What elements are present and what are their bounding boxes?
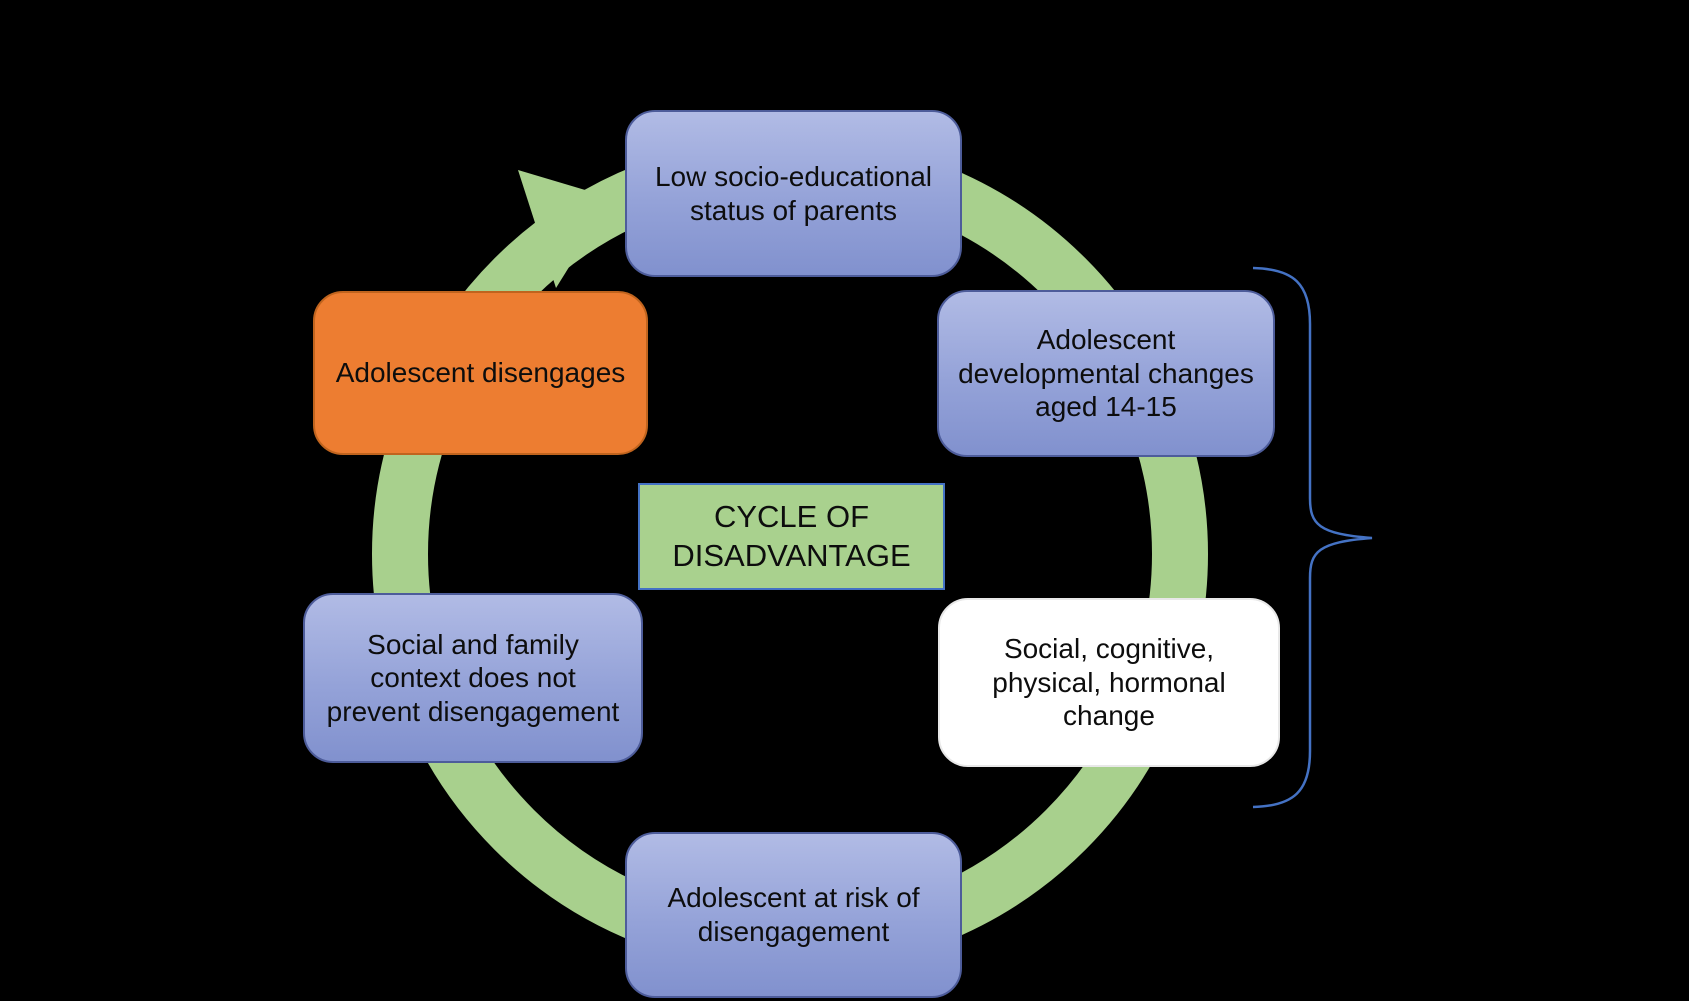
node-social-and-family-context-label: Social and family context does not preve… xyxy=(326,628,620,727)
node-adolescent-at-risk-of-disengagement: Adolescent at risk of disengagement xyxy=(625,832,962,998)
node-adolescent-developmental-changes-label: Adolescent developmental changes aged 14… xyxy=(958,324,1254,423)
node-adolescent-at-risk-of-disengagement-label: Adolescent at risk of disengagement xyxy=(667,882,920,947)
node-adolescent-developmental-changes: Adolescent developmental changes aged 14… xyxy=(937,290,1275,457)
node-adolescent-disengages-label: Adolescent disengages xyxy=(335,357,626,389)
right-brace xyxy=(1252,266,1373,809)
node-adolescent-disengages: Adolescent disengages xyxy=(313,291,648,455)
cycle-arrowhead-icon xyxy=(518,170,612,288)
center-title-box: CYCLE OF DISADVANTAGE xyxy=(638,483,945,590)
center-title-label: CYCLE OF DISADVANTAGE xyxy=(672,498,911,573)
node-low-socio-educational-status: Low socio-educational status of parents xyxy=(625,110,962,277)
node-social-cognitive-physical-hormonal-change-label: Social, cognitive, physical, hormonal ch… xyxy=(992,633,1226,732)
node-social-cognitive-physical-hormonal-change: Social, cognitive, physical, hormonal ch… xyxy=(938,598,1280,767)
node-low-socio-educational-status-label: Low socio-educational status of parents xyxy=(654,160,933,226)
node-social-and-family-context: Social and family context does not preve… xyxy=(303,593,643,763)
